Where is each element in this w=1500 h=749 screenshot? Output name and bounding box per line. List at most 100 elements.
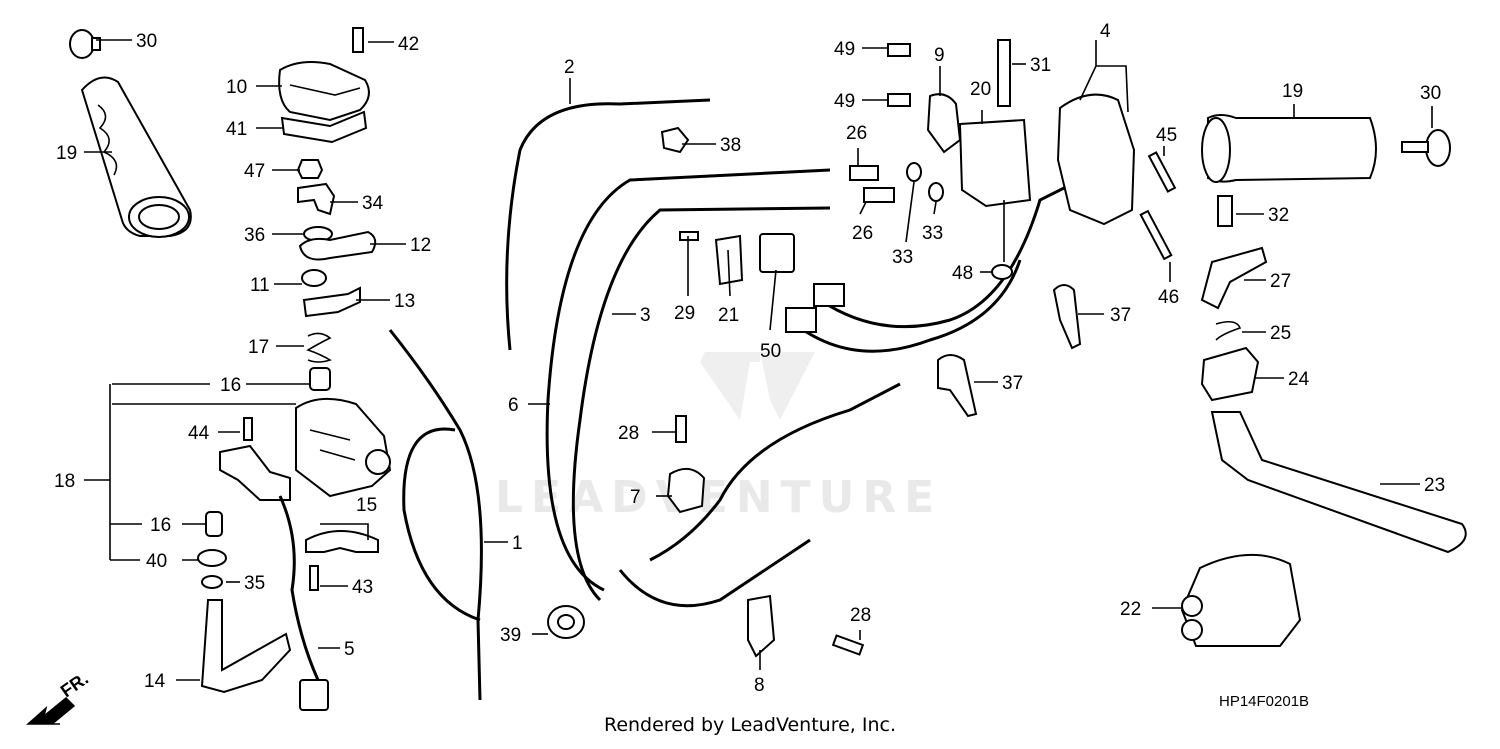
callout-20: 20 — [970, 79, 991, 100]
callout-7: 7 — [630, 487, 641, 508]
left-grip-group — [69, 29, 192, 238]
cable-1-part — [388, 329, 483, 701]
callout-5: 5 — [344, 639, 355, 660]
grip-end-cap-part — [69, 29, 95, 59]
switch-housing-part — [958, 118, 1032, 208]
callouts: 30 42 10 41 19 47 34 36 12 11 13 17 16 4… — [54, 21, 1445, 696]
callout-8: 8 — [754, 675, 765, 696]
bolt-lower-part — [831, 634, 865, 656]
callout-41: 41 — [226, 119, 247, 140]
harness-connector-part — [813, 283, 845, 307]
harness-connector-2-part — [785, 307, 817, 333]
cable-8-part — [618, 538, 811, 608]
callout-14: 14 — [144, 671, 166, 692]
callout-2: 2 — [564, 57, 575, 78]
throttle-lever-part — [302, 286, 361, 318]
callout-27: 27 — [1270, 271, 1291, 292]
left-grip-part — [80, 76, 192, 238]
screw-49-lower-part — [887, 93, 911, 107]
washer-small-part — [201, 575, 223, 589]
bolt-26-lower-part — [863, 187, 895, 203]
callout-46: 46 — [1158, 287, 1179, 308]
throttle-housing-group — [197, 27, 392, 711]
callout-26-upper: 26 — [846, 123, 867, 144]
callout-42: 42 — [398, 34, 419, 55]
cable-3-part — [571, 206, 831, 602]
screw-29-part — [679, 231, 699, 241]
right-lever-group — [849, 39, 1467, 647]
washer-33b-part — [928, 182, 944, 202]
throttle-housing-part — [295, 397, 392, 498]
stop-switch-part — [759, 233, 795, 273]
callout-4: 4 — [1100, 21, 1111, 42]
watermark: LEADVENTURE — [495, 352, 942, 523]
clamp-9-part — [926, 93, 962, 154]
front-label: FR. — [57, 668, 92, 701]
callout-12: 12 — [410, 235, 431, 256]
callout-1: 1 — [512, 533, 523, 554]
callout-15: 15 — [356, 495, 377, 516]
screw-46-part — [1139, 209, 1173, 261]
bushing-lower-part — [205, 511, 223, 537]
callout-30-right: 30 — [1420, 83, 1441, 104]
wire-band-37b-part — [937, 354, 978, 418]
switch-connector-part — [299, 679, 329, 711]
thumb-lever-part — [200, 599, 292, 694]
callout-47: 47 — [244, 161, 265, 182]
bushing-part — [309, 367, 331, 391]
diagram-code: HP14F0201B — [1219, 693, 1310, 710]
bolt-26-upper-part — [849, 165, 879, 181]
callout-37-upper: 37 — [1110, 305, 1131, 326]
callout-28-lower: 28 — [850, 605, 871, 626]
callout-49-upper: 49 — [834, 39, 855, 60]
callout-30-left: 30 — [136, 31, 157, 52]
callout-49-lower: 49 — [834, 91, 855, 112]
callout-13: 13 — [394, 291, 415, 312]
pivot-bolt-part — [1217, 195, 1233, 227]
cable-6-part — [545, 168, 831, 592]
housing-clamp-part — [305, 530, 379, 553]
dust-boot-part — [1180, 554, 1302, 647]
callout-10: 10 — [226, 77, 247, 98]
cables-group — [388, 98, 1081, 701]
callout-34: 34 — [362, 193, 384, 214]
callout-43: 43 — [352, 577, 373, 598]
right-grip-part — [1207, 114, 1377, 183]
brake-switch-part — [1200, 346, 1260, 402]
callout-33-right: 33 — [922, 223, 943, 244]
callout-44: 44 — [188, 423, 210, 444]
callout-3: 3 — [640, 305, 651, 326]
callout-29: 29 — [674, 303, 695, 324]
brake-lever-part — [1210, 411, 1467, 554]
callout-16-upper: 16 — [220, 375, 241, 396]
washer-33a-part — [906, 162, 922, 182]
callout-25: 25 — [1270, 323, 1291, 344]
callout-32: 32 — [1268, 205, 1289, 226]
screw-45-part — [1147, 151, 1177, 193]
callout-22: 22 — [1120, 599, 1141, 620]
handlebar-switch-part — [1056, 93, 1136, 226]
screw-part — [352, 27, 364, 53]
callout-18: 18 — [54, 471, 75, 492]
callout-33-left: 33 — [892, 247, 913, 268]
switch-harness-part — [819, 178, 1081, 329]
watermark-text: LEADVENTURE — [495, 472, 942, 523]
throttle-arm-part — [298, 230, 377, 261]
callout-23: 23 — [1424, 475, 1445, 496]
callout-6: 6 — [508, 395, 519, 416]
callout-31: 31 — [1030, 55, 1051, 76]
lock-plate-part — [297, 182, 336, 216]
callout-37-lower: 37 — [1002, 373, 1023, 394]
callout-11: 11 — [250, 275, 270, 296]
clamp-bolt-part — [309, 565, 319, 591]
brake-cable-part — [649, 382, 901, 562]
cable-2-part — [505, 98, 711, 351]
callout-35: 35 — [244, 573, 265, 594]
callout-9: 9 — [934, 45, 945, 66]
spring-25-part — [1215, 320, 1242, 341]
callout-50: 50 — [760, 341, 781, 362]
wire-band-37a-part — [1052, 284, 1082, 350]
leader-lines — [84, 39, 1433, 681]
callout-19-left: 19 — [56, 143, 77, 164]
